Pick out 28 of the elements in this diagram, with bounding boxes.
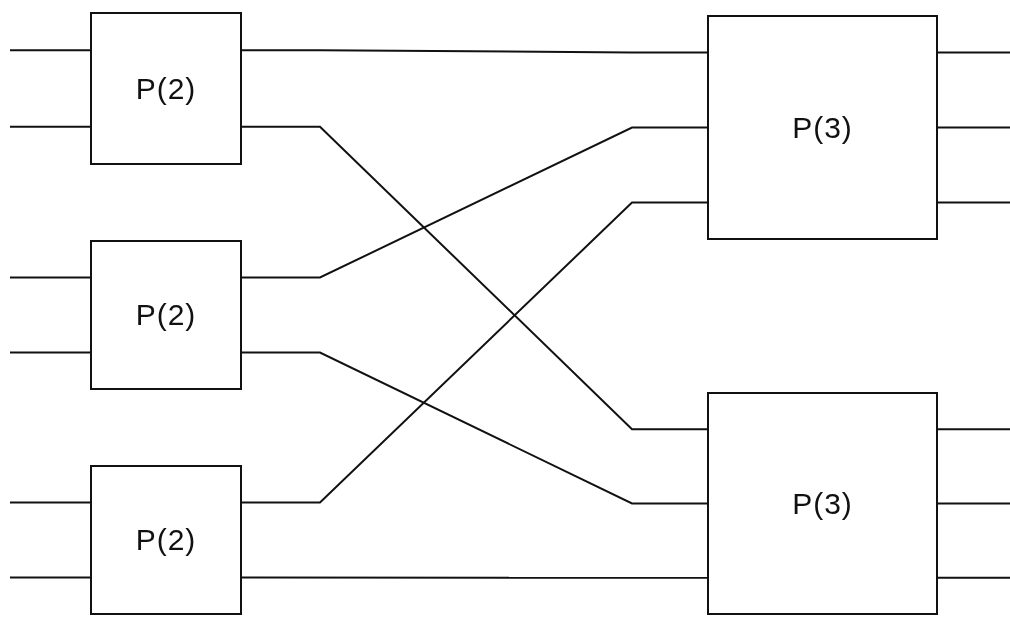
box-label: P(2) xyxy=(135,523,197,557)
box-label: P(3) xyxy=(792,486,853,521)
connector-line xyxy=(241,126,708,279)
connector-line xyxy=(937,51,1010,54)
process-box xyxy=(90,465,242,615)
connector-line xyxy=(9,501,91,504)
box-label: P(3) xyxy=(792,110,853,145)
connector-line xyxy=(937,576,1010,579)
process-box xyxy=(90,12,242,165)
connector-line xyxy=(9,49,91,52)
process-box xyxy=(707,392,938,615)
connector-line xyxy=(937,126,1010,129)
connector-line xyxy=(9,276,91,279)
box-label: P(2) xyxy=(135,298,197,332)
process-box xyxy=(707,15,938,240)
connector-line xyxy=(241,201,708,504)
connector-line xyxy=(9,125,91,128)
connector-line xyxy=(937,428,1010,431)
connector-line xyxy=(937,201,1010,204)
process-box xyxy=(90,240,242,390)
connector-line xyxy=(241,351,708,505)
connector-line xyxy=(241,576,708,579)
connector-line xyxy=(9,576,91,579)
connector-line xyxy=(241,125,708,431)
connector-line xyxy=(937,502,1010,505)
connector-line xyxy=(9,351,91,354)
box-label: P(2) xyxy=(135,71,197,106)
connector-line xyxy=(241,49,708,54)
